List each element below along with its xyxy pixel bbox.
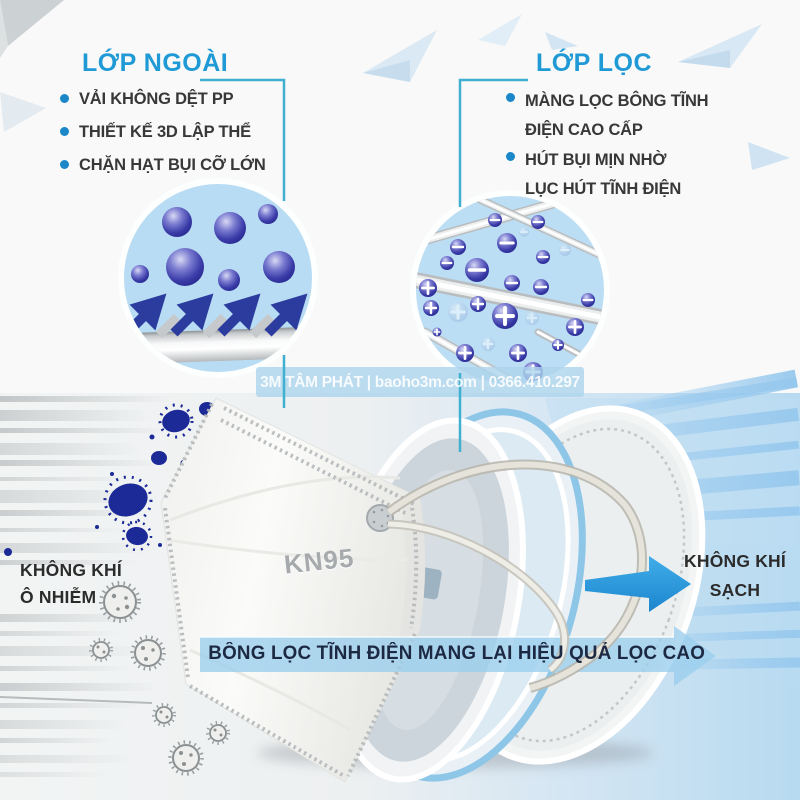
- dust-particle: [131, 204, 295, 291]
- banner-ribbon-arrow: [200, 626, 716, 686]
- watermark-bar: [256, 367, 584, 397]
- bounce-arrow-icon: [124, 293, 308, 339]
- bullet-dot-icon: [60, 127, 69, 136]
- ear-strap: [386, 459, 647, 693]
- outer-layer-heading: LỚP NGOÀI: [82, 49, 229, 77]
- bullet-dot-icon: [506, 152, 515, 161]
- clean-air-arrow: [585, 556, 691, 612]
- bullet-label: CHẶN HẠT BỤI CỠ LỚN: [79, 156, 266, 174]
- polluted-air-streaks: [0, 396, 172, 777]
- callout-connector-lines: [200, 78, 528, 452]
- magnifier-circle-filter-layer: [410, 190, 610, 390]
- virus-icon: [89, 581, 230, 776]
- magnifier-circle-outer-layer: [118, 178, 318, 378]
- fiber-rod: [416, 196, 604, 384]
- bullet-dot-icon: [60, 94, 69, 103]
- charged-particle-minus: [440, 213, 595, 307]
- banner-text: BÔNG LỌC TĨNH ĐIỆN MANG LẠI HIỆU QUẢ LỌC…: [208, 643, 706, 664]
- bullet-dot-icon: [506, 93, 515, 102]
- outer-layer-bullet: THIẾT KẾ 3D LẬP THỂ: [60, 121, 251, 143]
- germ-blob-icon: [4, 402, 221, 556]
- outer-layer-bullet: VẢI KHÔNG DỆT PP: [60, 88, 234, 110]
- paper-plane-icon: [0, 14, 790, 170]
- bullet-label: VẢI KHÔNG DỆT PP: [79, 90, 234, 108]
- outer-layer-bullet: CHẶN HẠT BỤI CỠ LỚN: [60, 154, 266, 176]
- watermark-text: 3M TÂM PHÁT | baoho3m.com | 0366.410.297: [260, 374, 580, 391]
- filter-layer-heading: LỚP LỌC: [536, 49, 653, 77]
- bullet-dot-icon: [60, 160, 69, 169]
- corner-fold-shape: [0, 0, 64, 58]
- bullet-label: THIẾT KẾ 3D LẬP THỂ: [79, 123, 251, 141]
